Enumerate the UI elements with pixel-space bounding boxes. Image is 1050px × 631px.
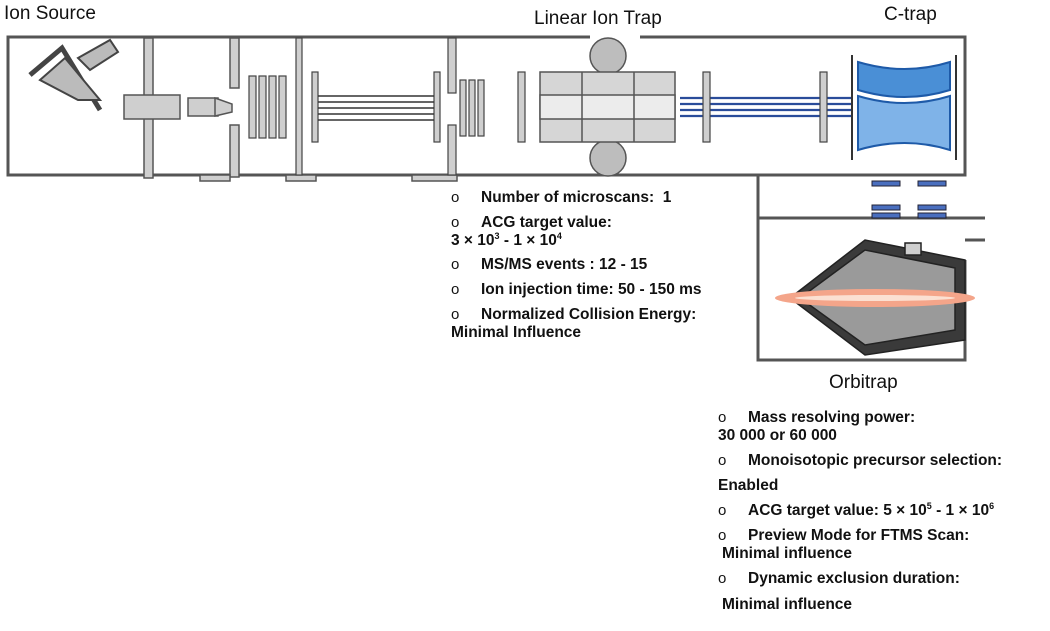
parameter-monoisotopic-selection: o Monoisotopic precursor selection: Enabl… (718, 452, 1048, 496)
bullet-icon: o (718, 502, 727, 520)
ion-source-label: Ion Source (4, 3, 96, 24)
parameter-label: Monoisotopic precursor selection: (748, 451, 1003, 469)
parameter-dynamic-exclusion: o Dynamic exclusion duration: Minimal inf… (718, 570, 1048, 614)
bullet-icon: o (718, 409, 727, 426)
bullet-icon: o (718, 527, 727, 545)
linear-ion-trap-body (539, 37, 676, 177)
orbitrap-label: Orbitrap (829, 372, 898, 393)
parameter-value: 30 000 or 60 000 (718, 426, 837, 444)
parameter-preview-mode: o Preview Mode for FTMS Scan: Minimal inf… (718, 527, 1048, 563)
bullet-icon: o (451, 306, 460, 324)
bullet-icon: o (451, 256, 460, 274)
parameter-value: Minimal influence (722, 595, 853, 613)
parameter-agc-target: o ACG target value: 5 × 105 - 1 × 106 (718, 502, 1048, 520)
bullet-icon: o (718, 569, 727, 587)
parameter-collision-energy: o Normalized Collision Energy: Minimal In… (451, 306, 761, 342)
bullet-icon: o (451, 189, 460, 206)
parameter-value: 12 - 15 (599, 256, 648, 274)
parameter-label: ACG target value: (748, 502, 879, 520)
parameter-resolving-power: o Mass resolving power: 30 000 or 60 000 (718, 409, 1048, 445)
c-trap-label: C-trap (884, 4, 937, 25)
parameter-label: Dynamic exclusion duration: (748, 569, 960, 587)
parameter-value: 5 × 105 - 1 × 106 (883, 501, 995, 520)
c-trap-body (851, 55, 957, 160)
parameter-value: Minimal influence (722, 544, 853, 562)
ion-optics-lenses (248, 37, 526, 176)
parameter-injection-time: o Ion injection time: 50 - 150 ms (451, 281, 761, 299)
bullet-icon: o (451, 281, 460, 299)
ion-transfer-optics (871, 180, 947, 219)
c-trap-lenses (702, 71, 828, 143)
parameter-value: 50 - 150 ms (617, 281, 702, 299)
parameter-label: Ion injection time: (481, 281, 614, 299)
parameter-label: Number of microscans: (481, 189, 655, 206)
parameter-value: 3 × 103 - 1 × 104 (451, 230, 562, 249)
ion-source-emitter (28, 38, 120, 112)
parameter-label: ACG target value: (481, 213, 612, 231)
bullet-icon: o (718, 451, 727, 469)
instrument-housing (6, 35, 967, 177)
parameter-label: Preview Mode for FTMS Scan: (748, 527, 970, 545)
parameter-value: Enabled (718, 477, 779, 495)
parameter-label: Mass resolving power: (748, 409, 916, 426)
parameter-microscans: o Number of microscans: 1 (451, 189, 761, 207)
rf-multipole (318, 95, 434, 121)
bullet-icon: o (451, 213, 460, 231)
parameter-value: Minimal Influence (451, 323, 582, 341)
parameter-value: 1 (662, 189, 672, 206)
orbitrap-analyzer (775, 239, 975, 356)
interface-electrodes (123, 37, 458, 182)
parameter-msms-events: o MS/MS events : 12 - 15 (451, 256, 761, 274)
parameter-label: MS/MS events : (481, 256, 595, 274)
parameter-label: Normalized Collision Energy: (481, 306, 697, 324)
linear-ion-trap-label: Linear Ion Trap (534, 8, 662, 29)
parameter-agc-target: o ACG target value: 3 × 103 - 1 × 104 (451, 214, 761, 250)
